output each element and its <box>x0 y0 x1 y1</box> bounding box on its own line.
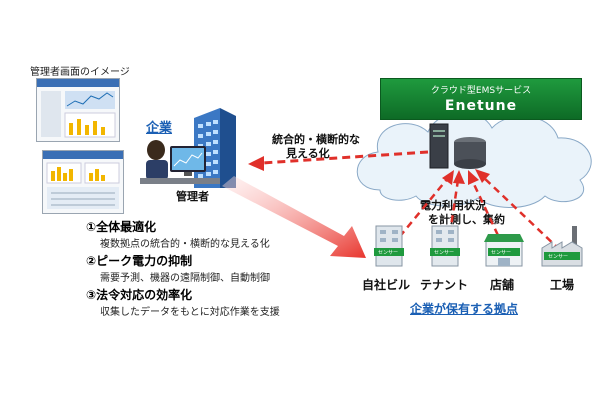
site-4-label: 工場 <box>550 278 575 292</box>
admin-screenshot-1 <box>36 78 120 142</box>
site-1-label: 自社ビル <box>362 278 411 292</box>
visualization-label-line2: 見える化 <box>286 147 330 160</box>
benefit-1-desc: 複数拠点の統合的・横断的な見える化 <box>100 239 270 250</box>
ems-name: Enetune <box>444 98 518 114</box>
site-factory: センサー <box>540 226 584 272</box>
benefit-1-title: ①全体最適化 <box>86 220 157 234</box>
site-arrowhead-4 <box>475 169 490 183</box>
dashboard-thumbnail-1 <box>37 79 119 138</box>
measure-label-line2: を計測し、集約 <box>428 213 505 226</box>
office-building-icon <box>374 225 404 267</box>
site-arrowhead-1 <box>442 170 454 185</box>
benefit-3-title: ③法令対応の効率化 <box>86 288 193 302</box>
site-arrowhead-3 <box>468 170 479 185</box>
admin-screen-caption: 管理者画面のイメージ <box>30 67 130 78</box>
visualization-arrowhead <box>248 156 264 171</box>
site-arrowhead-2 <box>453 170 465 184</box>
ems-subtitle: クラウド型EMSサービス <box>430 86 532 96</box>
manager-desk-icon <box>140 140 220 194</box>
tenant-building-icon <box>430 225 460 267</box>
visualization-label-line1: 統合的・横断的な <box>272 133 360 146</box>
ems-service-box: クラウド型EMSサービス Enetune <box>380 78 582 120</box>
sites-group: センサー 自社ビル センサー テナント センサー 店舗 センサー 工場 <box>360 224 600 314</box>
site-2-sensor-label: センサー <box>434 250 455 256</box>
site-arrow-4 <box>481 175 561 251</box>
site-1-sensor-label: センサー <box>378 250 399 256</box>
site-store: センサー <box>484 232 524 272</box>
admin-screenshot-2 <box>42 150 124 214</box>
manager-label: 管理者 <box>176 190 209 203</box>
benefit-3-desc: 収集したデータをもとに対応作業を支援 <box>100 307 280 318</box>
dashboard-thumbnail-2 <box>43 151 123 209</box>
benefits-list: ①全体最適化 複数拠点の統合的・横断的な見える化 ②ピーク電力の抑制 需要予測、… <box>86 218 280 318</box>
site-4-sensor-label: センサー <box>548 254 569 260</box>
company-building-icon <box>190 108 238 192</box>
site-jisha-building: センサー <box>370 224 408 272</box>
benefit-2-title: ②ピーク電力の抑制 <box>86 254 193 268</box>
store-icon <box>484 234 524 267</box>
company-label: 企業 <box>146 121 173 136</box>
site-3-label: 店舗 <box>490 278 515 292</box>
site-2-label: テナント <box>420 278 469 292</box>
benefit-2-desc: 需要予測、機器の遠隔制御、自動制御 <box>100 273 270 284</box>
sites-caption: 企業が保有する拠点 <box>410 302 519 316</box>
server-icon <box>428 122 488 178</box>
site-tenant: センサー <box>426 224 464 272</box>
factory-icon <box>541 226 583 267</box>
site-3-sensor-label: センサー <box>491 250 512 256</box>
big-flow-arrow <box>222 176 366 258</box>
visualization-arrow <box>261 150 429 165</box>
